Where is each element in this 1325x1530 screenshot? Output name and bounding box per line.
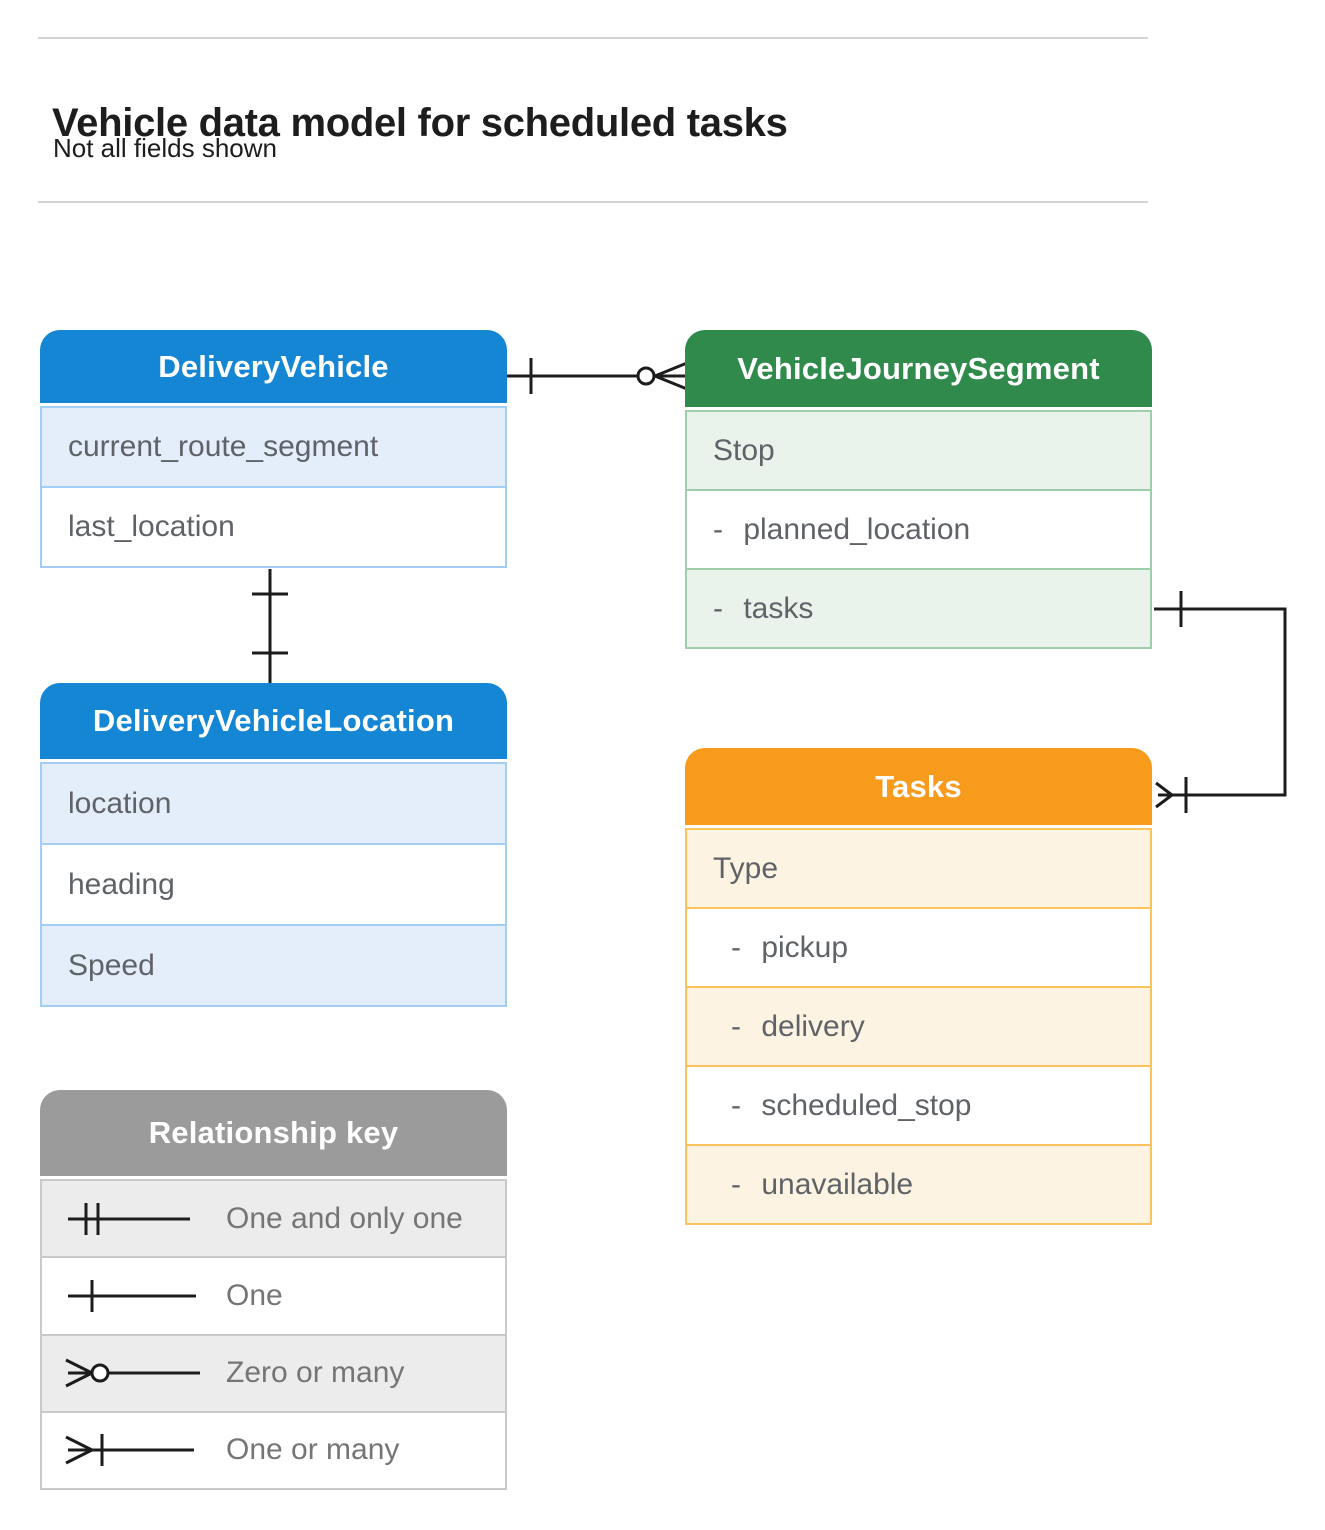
entity-field-pickup: - pickup bbox=[687, 909, 1150, 988]
entity-delivery-vehicle-fields: current_route_segment last_location bbox=[40, 406, 507, 568]
page-title: Vehicle data model for scheduled tasks bbox=[52, 100, 788, 145]
legend-label-zero-or-many: Zero or many bbox=[226, 1356, 405, 1390]
connector-tasks-field-to-tasks bbox=[1154, 607, 1287, 797]
crow-foot-tasks-end bbox=[1155, 781, 1173, 809]
entity-field-scheduled-stop: - scheduled_stop bbox=[687, 1067, 1150, 1146]
zero-or-many-symbol bbox=[65, 1358, 200, 1388]
entity-delivery-vehicle-title: DeliveryVehicle bbox=[40, 330, 507, 403]
crow-foot-segment-end bbox=[654, 361, 688, 391]
entity-field-current-route-segment: current_route_segment bbox=[42, 408, 505, 488]
entity-delivery-vehicle-location-title: DeliveryVehicleLocation bbox=[40, 683, 507, 759]
legend-item-one-or-many: One or many bbox=[42, 1413, 505, 1488]
one-or-many-symbol bbox=[65, 1434, 194, 1467]
entity-field-planned-location: - planned_location bbox=[687, 491, 1150, 570]
entity-tasks: Tasks Type- pickup- delivery- scheduled_… bbox=[685, 748, 1152, 1225]
relationship-key-title: Relationship key bbox=[40, 1090, 507, 1176]
entity-vehicle-journey-segment: VehicleJourneySegment Stop- planned_loca… bbox=[685, 330, 1152, 649]
entity-field-location: location bbox=[42, 764, 505, 845]
title-divider bbox=[38, 201, 1148, 203]
entity-field-last-location: last_location bbox=[68, 510, 235, 543]
legend-item-one-and-only-one: One and only one bbox=[42, 1181, 505, 1259]
legend-label-one: One bbox=[226, 1278, 283, 1312]
entity-field-delivery: - delivery bbox=[687, 988, 1150, 1067]
relationship-key: Relationship key One and only one One bbox=[40, 1090, 507, 1490]
top-divider bbox=[38, 37, 1148, 39]
relationship-key-rows: One and only one One Z bbox=[40, 1179, 507, 1490]
zero-circle-segment-end bbox=[636, 366, 656, 386]
entity-tasks-title: Tasks bbox=[685, 748, 1152, 825]
entity-tasks-fields: Type- pickup- delivery- scheduled_stop- … bbox=[685, 828, 1152, 1225]
entity-vehicle-journey-segment-fields: Stop- planned_location- tasks bbox=[685, 410, 1152, 649]
entity-vehicle-journey-segment-title: VehicleJourneySegment bbox=[685, 330, 1152, 407]
entity-field-unavailable: - unavailable bbox=[687, 1146, 1150, 1223]
one-symbol bbox=[68, 1279, 196, 1312]
page-subtitle: Not all fields shown bbox=[53, 133, 277, 163]
entity-field-stop: Stop bbox=[687, 412, 1150, 491]
legend-label-one-or-many: One or many bbox=[226, 1433, 400, 1467]
legend-label-one-and-only-one: One and only one bbox=[226, 1201, 463, 1235]
legend-item-one: One bbox=[42, 1258, 505, 1336]
entity-field-heading: heading bbox=[42, 845, 505, 926]
entity-field-type: Type bbox=[687, 830, 1150, 909]
entity-field-tasks: - tasks bbox=[687, 570, 1150, 647]
entity-field-speed: Speed bbox=[42, 926, 505, 1005]
legend-item-zero-or-many: Zero or many bbox=[42, 1335, 505, 1413]
one-and-only-one-symbol bbox=[68, 1202, 190, 1235]
